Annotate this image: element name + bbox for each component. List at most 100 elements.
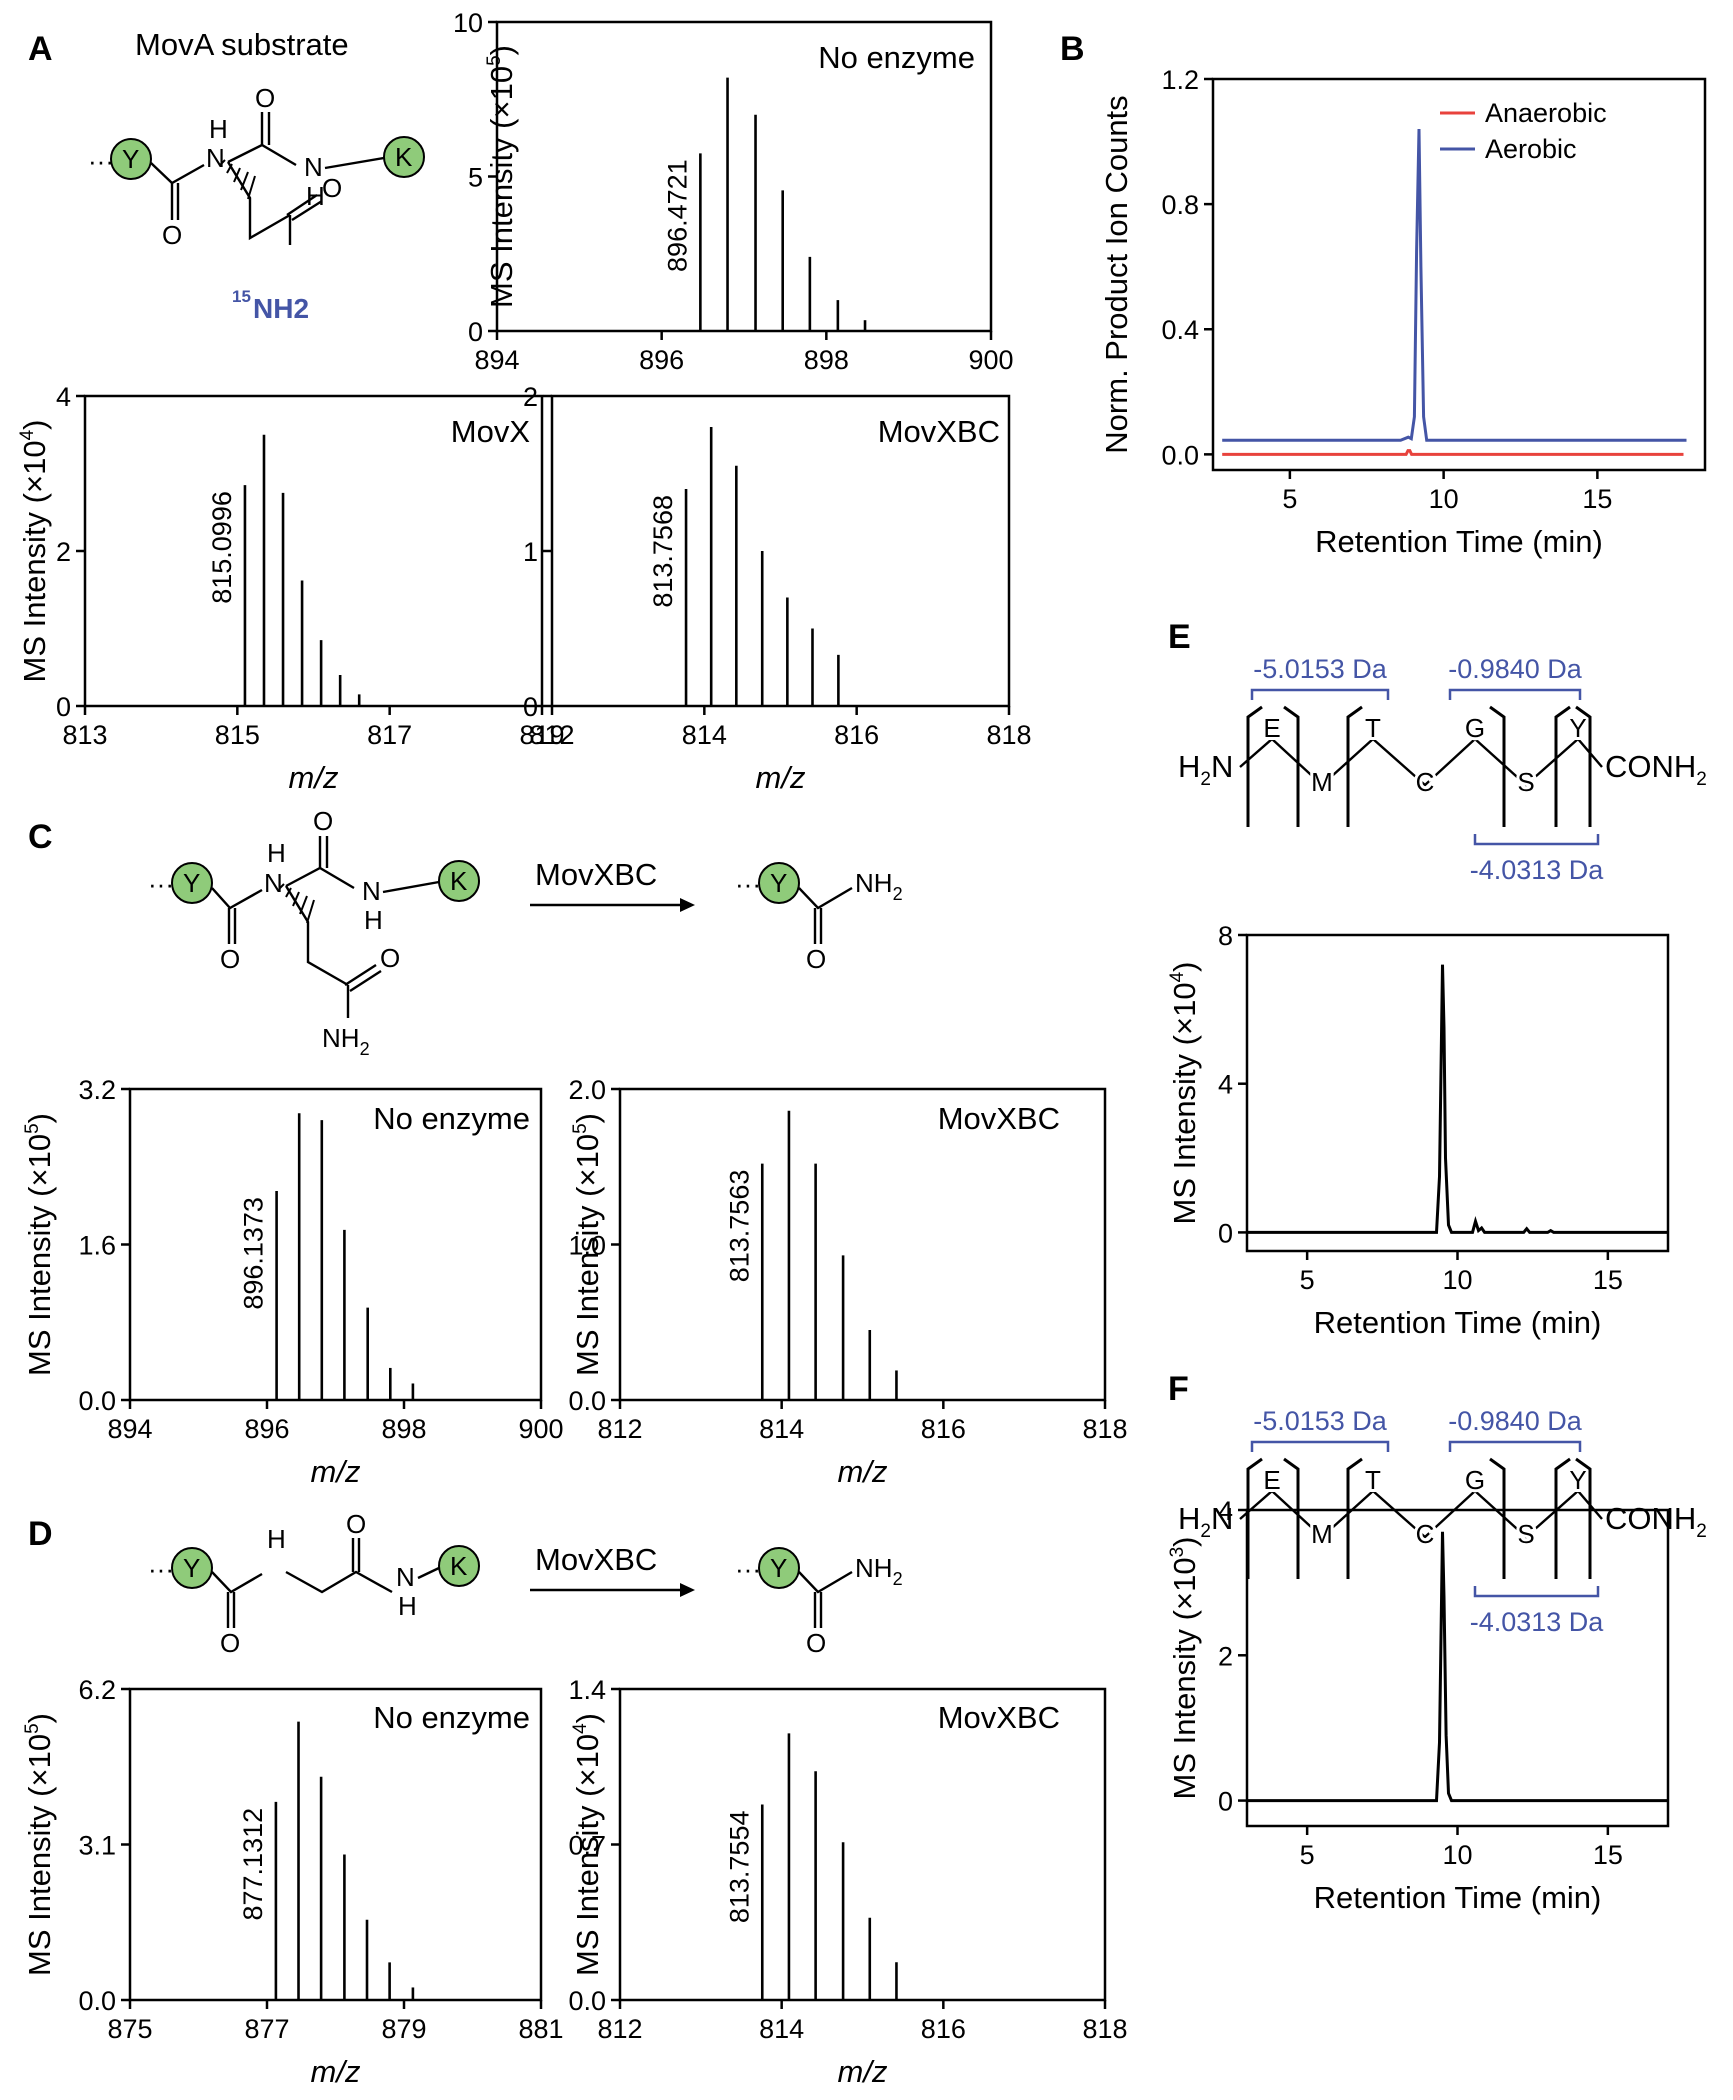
left-mass-shift-bracket xyxy=(1250,688,1390,700)
x-axis-label: m/z xyxy=(311,2054,361,2089)
panel-label-f: F xyxy=(1168,1370,1189,1408)
x-tick-label: 10 xyxy=(1442,1840,1472,1870)
panel-label-d: D xyxy=(28,1515,53,1553)
residue-k: K xyxy=(450,866,468,896)
x-tick-label: 898 xyxy=(804,345,849,375)
y-tick-label: 0.4 xyxy=(1161,315,1199,345)
chart-title: No enzyme xyxy=(373,1700,530,1735)
x-axis-label: Retention Time (min) xyxy=(1315,524,1603,559)
crosslink-bracket xyxy=(1554,705,1571,827)
c-terminus: CONH2 xyxy=(1605,1501,1707,1542)
x-tick-label: 894 xyxy=(107,1414,152,1444)
crosslink-bracket xyxy=(1283,1457,1300,1579)
y-tick-label: 2.0 xyxy=(568,1075,606,1105)
x-tick-label: 818 xyxy=(1082,1414,1127,1444)
residue-y: Y xyxy=(770,868,787,898)
atom-h: H xyxy=(209,114,228,144)
bottom-mass-shift-label: -4.0313 Da xyxy=(1470,1607,1605,1637)
plot-frame xyxy=(618,1687,1107,2002)
y-tick-label: 2 xyxy=(56,537,71,567)
plot-frame xyxy=(128,1687,543,2002)
y-axis-label: MS Intensity (×105) xyxy=(484,45,519,308)
x-tick-label: 10 xyxy=(1429,484,1459,514)
y-tick-label: 3.1 xyxy=(78,1831,116,1861)
crosslink-bracket xyxy=(1246,1457,1263,1579)
atom-o: O xyxy=(220,944,240,974)
x-tick-label: 877 xyxy=(244,2014,289,2044)
plot-frame xyxy=(1245,1508,1670,1828)
y-axis-label: MS Intensity (×104) xyxy=(17,420,52,683)
atom-o: O xyxy=(255,83,275,113)
peak-mz-label: 896.4721 xyxy=(662,159,692,272)
residue-m: M xyxy=(1311,1519,1333,1549)
left-mass-shift-label: -5.0153 Da xyxy=(1253,654,1388,684)
x-axis-label: Retention Time (min) xyxy=(1314,1305,1602,1340)
y-tick-label: 0.8 xyxy=(1161,190,1199,220)
crosslink-bracket xyxy=(1575,1457,1592,1579)
panel-label-c: C xyxy=(28,818,53,856)
y-tick-label: 0.0 xyxy=(78,1386,116,1416)
x-axis-label: m/z xyxy=(838,2054,888,2089)
y-tick-label: 1.2 xyxy=(1161,65,1199,95)
chart-title: MovX xyxy=(451,414,531,449)
crosslink-bracket xyxy=(1346,705,1363,827)
y-axis-label: MS Intensity (×105) xyxy=(22,1713,57,1976)
residue-t: T xyxy=(1365,1465,1381,1495)
y-tick-label: 0 xyxy=(468,317,483,347)
atom-o: O xyxy=(346,1509,366,1539)
atom-n: N xyxy=(362,876,381,906)
x-tick-label: 814 xyxy=(759,1414,804,1444)
right-mass-shift-bracket xyxy=(1448,1440,1582,1452)
right-mass-shift-label: -0.9840 Da xyxy=(1448,1406,1583,1436)
residue-k: K xyxy=(395,142,413,172)
x-axis-label: m/z xyxy=(311,1454,361,1489)
x-tick-label: 15 xyxy=(1593,1265,1623,1295)
residue-y: Y xyxy=(1569,713,1586,743)
residue-g: G xyxy=(1465,713,1485,743)
x-tick-label: 814 xyxy=(759,2014,804,2044)
panel-c-reaction-scheme: ··· Y O N H O O NH2 N H K MovXBC ··· Y O… xyxy=(148,806,903,1059)
residue-y: Y xyxy=(183,1553,200,1583)
x-tick-label: 900 xyxy=(968,345,1013,375)
arrow-label: MovXBC xyxy=(535,857,657,892)
right-mass-shift-label: -0.9840 Da xyxy=(1448,654,1583,684)
chart-title: No enzyme xyxy=(818,40,975,75)
crosslink-bracket xyxy=(1575,705,1592,827)
tyrosine-residue-circle xyxy=(171,1547,213,1589)
y-tick-label: 0 xyxy=(523,692,538,722)
isotope-15: 15 xyxy=(232,287,251,306)
y-tick-label: 1 xyxy=(523,537,538,567)
n-terminus: H2N xyxy=(1178,1501,1233,1542)
y-tick-label: 0 xyxy=(1218,1787,1233,1817)
panel-label-a: A xyxy=(28,30,53,68)
x-tick-label: 816 xyxy=(921,2014,966,2044)
peak-mz-label: 813.7568 xyxy=(648,495,678,608)
y-tick-label: 1.6 xyxy=(78,1231,116,1261)
y-tick-label: 6.2 xyxy=(78,1675,116,1705)
bottom-mass-shift-bracket xyxy=(1473,834,1600,846)
panel-d-reaction-scheme: ··· Y O H O N H K MovXBC ··· Y O NH2 xyxy=(148,1509,903,1658)
x-tick-label: 881 xyxy=(518,2014,563,2044)
x-tick-label: 894 xyxy=(474,345,519,375)
series-line xyxy=(1222,128,1687,442)
y-tick-label: 4 xyxy=(1218,1496,1233,1526)
residue-m: M xyxy=(1311,767,1333,797)
x-tick-label: 15 xyxy=(1582,484,1612,514)
series-line xyxy=(1222,449,1684,456)
x-tick-label: 812 xyxy=(597,1414,642,1444)
x-tick-label: 813 xyxy=(62,720,107,750)
left-mass-shift-bracket xyxy=(1250,1440,1390,1452)
atom-h: H xyxy=(267,1524,286,1554)
x-tick-label: 814 xyxy=(682,720,727,750)
x-tick-label: 817 xyxy=(367,720,412,750)
x-axis-label: m/z xyxy=(289,760,339,795)
series-line xyxy=(1247,1531,1668,1803)
residue-c: C xyxy=(1416,1519,1435,1549)
y-tick-label: 0.7 xyxy=(568,1831,606,1861)
